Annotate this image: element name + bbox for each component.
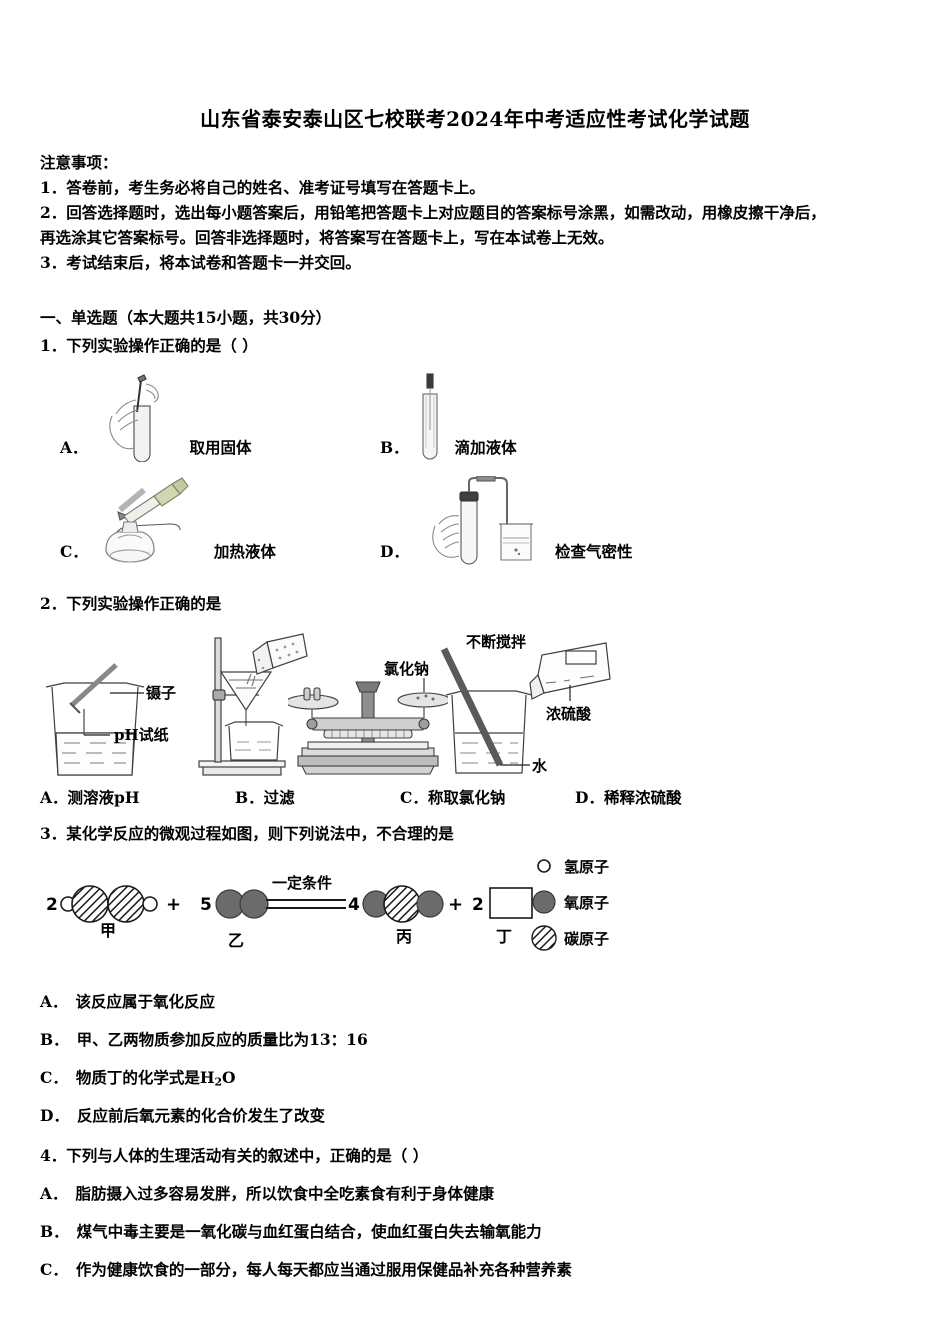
- q2-option-b-text: 过滤: [263, 787, 295, 807]
- option-a-label: A．: [60, 437, 88, 457]
- q2-option-a-label: A．: [40, 787, 68, 807]
- question-2-number: 2．: [40, 593, 67, 613]
- q3-option-c-label: C．: [40, 1067, 68, 1087]
- option-a-caption: 取用固体: [189, 437, 252, 457]
- notice-line-3: 3．考试结束后，将本试卷和答题卡一并交回。: [40, 253, 361, 273]
- q4-option-a[interactable]: A． 脂肪摄入过多容易发胖，所以饮食中全吃素食有利于身体健康: [40, 1182, 910, 1204]
- q4-option-b-label: B．: [40, 1222, 69, 1242]
- question-1-option-d[interactable]: D．: [380, 475, 633, 566]
- notice-heading: 注意事项：: [40, 153, 118, 172]
- q3-option-b[interactable]: B． 甲、乙两物质参加反应的质量比为13：16: [40, 1028, 910, 1050]
- keep-stirring-label: 不断搅拌: [466, 633, 526, 651]
- q2-option-b[interactable]: B．过滤: [235, 786, 400, 808]
- question-1-option-a[interactable]: A． 取用固体: [60, 370, 252, 462]
- legend-carbon-label: 碳原子: [564, 930, 609, 948]
- question-2-text: 下列实验操作正确的是: [66, 593, 222, 613]
- plus-sign-1: +: [166, 894, 181, 915]
- q3-option-a[interactable]: A． 该反应属于氧化反应: [40, 990, 910, 1012]
- dilute-sulfuric-acid-icon: 不断搅拌 浓硫酸 水: [440, 633, 611, 775]
- q3-option-b-text: 甲、乙两物质参加反应的质量比为13：16: [76, 1029, 368, 1049]
- concentrated-sulfuric-acid-label: 浓硫酸: [546, 705, 592, 723]
- q2-option-d-text: 稀释浓硫酸: [603, 787, 682, 807]
- coefficient-jia: 2: [46, 895, 58, 915]
- q3-option-c[interactable]: C． 物质丁的化学式是H2O: [40, 1066, 910, 1089]
- q2-option-b-label: B．: [235, 787, 264, 807]
- q4-option-b-text: 煤气中毒主要是一氧化碳与血红蛋白结合，使血红蛋白失去输氧能力: [76, 1222, 542, 1242]
- q3-option-d-label: D．: [40, 1106, 69, 1126]
- airtightness-check-apparatus-icon: [432, 475, 533, 565]
- q2-option-c-label: C．: [400, 787, 428, 807]
- reaction-condition-label: 一定条件: [272, 874, 332, 892]
- option-b-caption: 滴加液体: [454, 437, 517, 457]
- dropper-in-test-tube-icon: [422, 372, 438, 460]
- molecule-jia-label: 甲: [100, 921, 116, 940]
- q3-option-d-text: 反应前后氧元素的化合价发生了改变: [76, 1106, 325, 1126]
- q3-option-c-text-after: O: [222, 1067, 236, 1087]
- legend-hydrogen-label: 氢原子: [564, 858, 609, 876]
- question-3-stem: 3．某化学反应的微观过程如图，则下列说法中，不合理的是: [40, 822, 910, 844]
- legend-oxygen-label: 氧原子: [563, 894, 609, 912]
- molecule-yi-label: 乙: [228, 931, 244, 950]
- q3-option-c-subscript: 2: [214, 1075, 223, 1089]
- question-2-figure-row: 镊子 pH试纸: [40, 626, 611, 778]
- q3-option-a-text: 该反应属于氧化反应: [75, 991, 216, 1011]
- q4-option-c-label: C．: [40, 1260, 68, 1280]
- question-1-stem: 1．下列实验操作正确的是（ ）: [40, 334, 910, 356]
- measure-ph-apparatus-icon: 镊子 pH试纸: [45, 662, 176, 776]
- q2-option-c[interactable]: C．称取氯化钠: [400, 786, 575, 808]
- option-d-caption: 检查气密性: [554, 541, 633, 561]
- molecule-bing-label: 丙: [396, 927, 412, 946]
- sodium-chloride-label: 氯化钠: [384, 660, 429, 678]
- test-tube-with-spatula-icon: [108, 373, 159, 462]
- tray-balance-icon: 氯化钠: [288, 660, 448, 775]
- question-4-stem: 4．下列与人体的生理活动有关的叙述中，正确的是（ ）: [40, 1144, 910, 1166]
- section-heading: 一、单选题（本大题共15小题，共30分）: [40, 307, 332, 327]
- filtration-apparatus-icon: [198, 632, 308, 776]
- option-d-label: D．: [380, 541, 409, 561]
- coefficient-yi: 5: [200, 895, 212, 915]
- question-1-figure-grid: A． 取用固体 B．: [60, 370, 910, 570]
- question-1-text: 下列实验操作正确的是（ ）: [66, 335, 258, 355]
- option-b-label: B．: [380, 437, 409, 457]
- question-3-number: 3．: [40, 823, 67, 843]
- heating-flask-over-alcohol-lamp-icon: [105, 476, 189, 563]
- notice-block: 注意事项： 1．答卷前，考生务必将自己的姓名、准考证号填写在答题卡上。 2．回答…: [40, 150, 910, 276]
- q2-option-a[interactable]: A．测溶液pH: [40, 786, 235, 808]
- question-1-option-c[interactable]: C． 加热液体: [60, 476, 276, 566]
- water-label: 水: [532, 757, 548, 775]
- q4-option-a-text: 脂肪摄入过多容易发胖，所以饮食中全吃素食有利于身体健康: [75, 1184, 495, 1204]
- question-3-reaction-diagram: 2 甲 + 5 乙 一定条件 4 丙 + 2: [40, 854, 640, 966]
- coefficient-ding: 2: [472, 895, 484, 915]
- question-2-options: A．测溶液pH B．过滤 C．称取氯化钠 D．稀释浓硫酸: [40, 786, 910, 808]
- question-1-number: 1．: [40, 335, 67, 355]
- q3-option-a-label: A．: [40, 991, 68, 1011]
- q4-option-c-text: 作为健康饮食的一部分，每人每天都应当通过服用保健品补充各种营养素: [75, 1260, 572, 1280]
- question-4-text: 下列与人体的生理活动有关的叙述中，正确的是（ ）: [66, 1146, 429, 1166]
- q2-option-d-label: D．: [575, 787, 604, 807]
- notice-line-2: 2．回答选择题时，选出每小题答案后，用铅笔把答题卡上对应题目的答案标号涂黑，如需…: [40, 203, 826, 223]
- q2-option-d[interactable]: D．稀释浓硫酸: [575, 786, 681, 808]
- question-3-text: 某化学反应的微观过程如图，则下列说法中，不合理的是: [66, 823, 454, 843]
- question-2-stem: 2．下列实验操作正确的是: [40, 592, 910, 614]
- ph-paper-label: pH试纸: [114, 726, 169, 744]
- q3-option-c-text: 物质丁的化学式是H: [75, 1067, 215, 1087]
- q3-option-d[interactable]: D． 反应前后氧元素的化合价发生了改变: [40, 1104, 910, 1126]
- tweezers-label: 镊子: [145, 684, 176, 702]
- plus-sign-2: +: [448, 894, 463, 915]
- q2-option-a-text: 测溶液pH: [67, 787, 140, 807]
- question-1-option-b[interactable]: B． 滴加液体: [380, 370, 517, 462]
- q4-option-b[interactable]: B． 煤气中毒主要是一氧化碳与血红蛋白结合，使血红蛋白失去输氧能力: [40, 1220, 910, 1242]
- page-title: 山东省泰安泰山区七校联考2024年中考适应性考试化学试题: [200, 107, 750, 131]
- coefficient-bing: 4: [348, 895, 360, 915]
- option-c-label: C．: [60, 541, 88, 561]
- question-4-number: 4．: [40, 1146, 67, 1166]
- q2-option-c-text: 称取氯化钠: [427, 787, 506, 807]
- option-c-caption: 加热液体: [213, 541, 276, 561]
- notice-line-1: 1．答卷前，考生务必将自己的姓名、准考证号填写在答题卡上。: [40, 178, 485, 198]
- q4-option-a-label: A．: [40, 1184, 68, 1204]
- notice-line-2-cont: 再选涂其它答案标号。回答非选择题时，将答案写在答题卡上，写在本试卷上无效。: [40, 228, 614, 248]
- q4-option-c[interactable]: C． 作为健康饮食的一部分，每人每天都应当通过服用保健品补充各种营养素: [40, 1258, 910, 1280]
- q3-option-b-label: B．: [40, 1029, 69, 1049]
- molecule-ding-label: 丁: [496, 927, 512, 946]
